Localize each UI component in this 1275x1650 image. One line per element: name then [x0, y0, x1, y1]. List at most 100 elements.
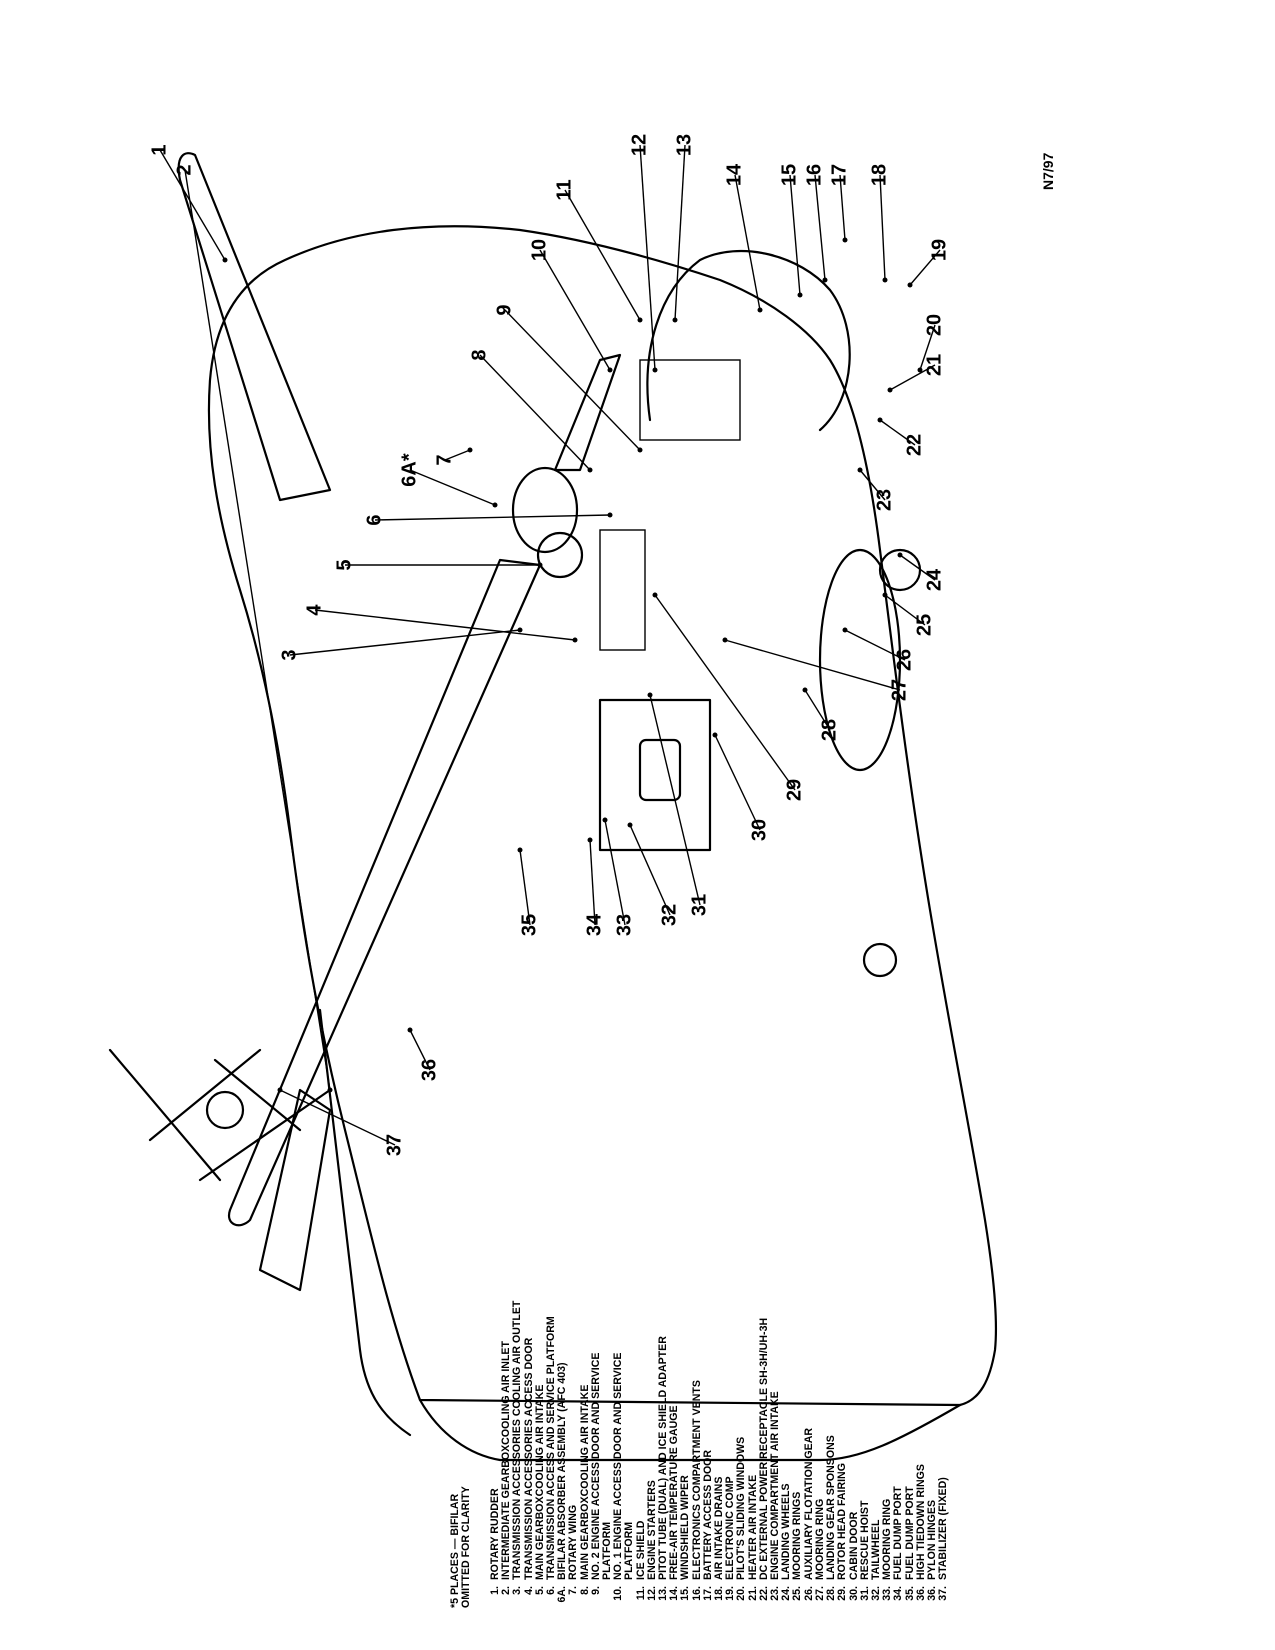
callout-number: 29 [783, 779, 805, 801]
callout-number: 32 [658, 904, 680, 926]
callout-leader-line [844, 629, 906, 661]
callout-leader-line [919, 324, 936, 371]
callout-number: 1 [148, 144, 170, 155]
callout-arrowhead [882, 592, 888, 598]
clarity-note: *5 PLACES — BIFILAR OMITTED FOR CLARITY [449, 1188, 473, 1608]
callout-number: 21 [923, 354, 945, 376]
callout-number: 9 [493, 304, 515, 315]
legend-item: PLATFORM [623, 1138, 636, 1608]
callout-number: 30 [748, 819, 770, 841]
legend-item-number: 15. [679, 1586, 692, 1601]
callout-arrowhead [882, 277, 888, 283]
callout-number: 8 [468, 349, 490, 360]
callout-leader-line [314, 609, 576, 641]
callout-number: 5 [333, 559, 355, 570]
legend-item: 29.ROTOR HEAD FAIRING [836, 1138, 849, 1608]
legend-item-label: ROTOR HEAD FAIRING [836, 1463, 849, 1580]
callout-number: 19 [928, 239, 950, 261]
callout-leader-line [649, 694, 701, 906]
callout-arrowhead [857, 467, 863, 473]
callout-leader-line [724, 639, 901, 691]
legend-item: 34.FUEL DUMP PORT [892, 1138, 905, 1608]
callout-arrowhead [757, 307, 763, 313]
callout-arrowhead [637, 317, 643, 323]
cockpit-canopy [646, 249, 851, 432]
legend-item-number: 20. [735, 1586, 748, 1601]
cabin-door [598, 698, 712, 852]
callout-number: 20 [923, 314, 945, 336]
callout-arrowhead [222, 257, 228, 263]
callout-leader-line [409, 1029, 431, 1071]
callout-arrowhead [467, 447, 473, 453]
rotor-blade-forward [177, 152, 332, 502]
callout-number: 6 [363, 514, 385, 525]
figure-id: N7/97 [1040, 152, 1056, 190]
callout-arrowhead [607, 512, 613, 518]
callout-leader-line [639, 144, 656, 371]
callout-leader-line [859, 469, 886, 501]
legend-item-label: PLATFORM [623, 1521, 636, 1580]
legend-item: 7.ROTARY WING [567, 1138, 580, 1608]
callout-number: 13 [673, 134, 695, 156]
legend-item-label: MOORING RINGS [791, 1491, 804, 1580]
callout-number: 35 [518, 914, 540, 936]
callout-leader-line [804, 689, 831, 731]
callout-leader-line [444, 449, 471, 461]
callout-leader-line [409, 469, 496, 506]
legend-item-number: 25. [791, 1586, 804, 1601]
legend-item-label: WINDSHIELD WIPER [679, 1475, 692, 1580]
callout-arrowhead [802, 687, 808, 693]
tail-boom-upper [318, 1008, 412, 1437]
rotor-head-fairing [511, 466, 579, 554]
callout-number: 12 [628, 134, 650, 156]
tail-rotor-assembly [108, 1048, 332, 1182]
callout-arrowhead [917, 367, 923, 373]
callout-arrowhead [537, 562, 543, 568]
callout-number: 6A* [398, 453, 420, 487]
callout-number: 16 [803, 164, 825, 186]
callout-number: 22 [903, 434, 925, 456]
callout-leader-line [289, 629, 521, 656]
tail-boom [418, 1398, 962, 1462]
callout-arrowhead [712, 732, 718, 738]
callout-number: 28 [818, 719, 840, 741]
callout-number: 7 [433, 454, 455, 465]
engine-access-door [599, 529, 646, 651]
callout-arrowhead [637, 447, 643, 453]
callout-arrowhead [722, 637, 728, 643]
callout-number: 18 [868, 164, 890, 186]
callout-number: 2 [173, 164, 195, 175]
callout-leader-line [184, 169, 331, 1091]
callout-arrowhead [517, 627, 523, 633]
callout-number: 11 [553, 179, 575, 200]
rotor-blade-aft [227, 558, 542, 1227]
legend-item-label: TRANSMISSION ACCESSORIES COOLING AIR OUT… [511, 1300, 524, 1580]
callout-number: 24 [923, 568, 945, 591]
callout-leader-line [539, 249, 611, 371]
callout-arrowhead [647, 692, 653, 698]
callout-leader-line [519, 849, 531, 926]
callout-leader-line [654, 594, 796, 791]
legend-item-number: 34. [892, 1586, 905, 1601]
callout-arrowhead [627, 822, 633, 828]
legend-item: 20.PILOT'S SLIDING WINDOWS [735, 1138, 748, 1608]
callout-arrowhead [652, 592, 658, 598]
callout-leader-line [479, 354, 591, 471]
callout-arrowhead [517, 847, 523, 853]
callout-leader-line [279, 1089, 396, 1146]
note-line-2: OMITTED FOR CLARITY [460, 1486, 473, 1608]
callout-arrowhead [492, 502, 498, 508]
callout-leader-line [789, 174, 801, 296]
legend-item-number: 7. [567, 1586, 580, 1595]
callout-leader-line [814, 174, 826, 281]
callout-leader-line [879, 419, 916, 446]
callout-arrowhead [587, 467, 593, 473]
callout-leader-line [589, 839, 596, 926]
legend-item-number: 10. [612, 1586, 625, 1601]
legend-item-number [624, 1580, 635, 1608]
